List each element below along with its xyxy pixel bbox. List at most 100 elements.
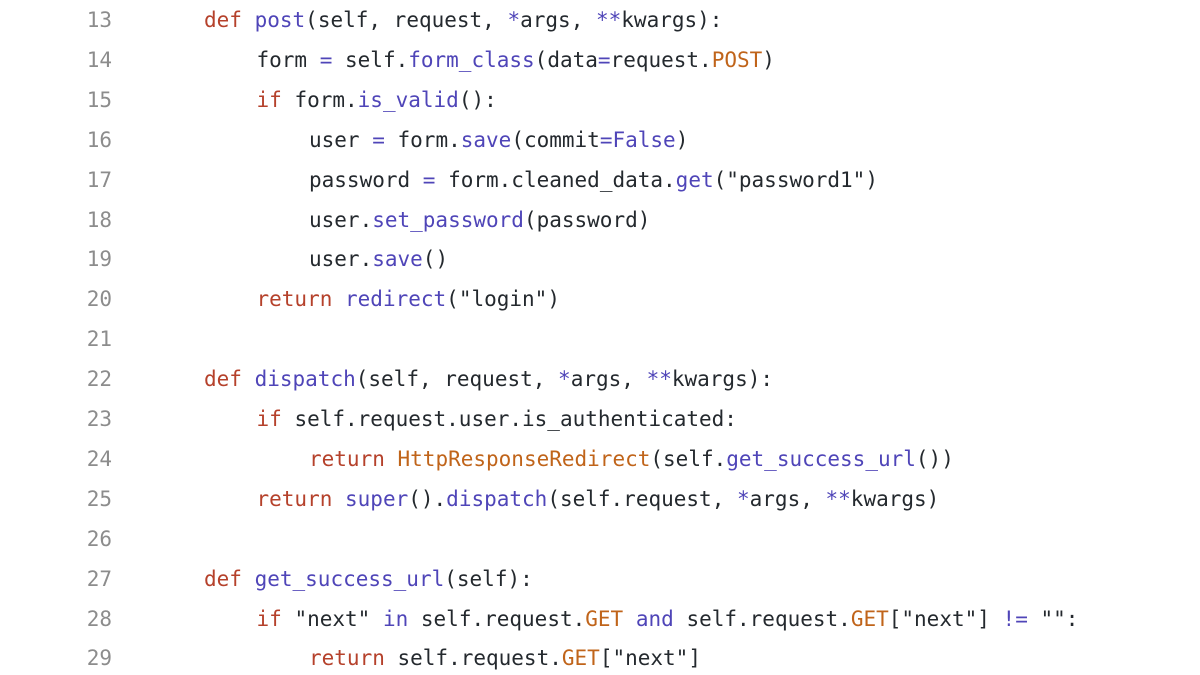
code-token: user	[309, 127, 373, 152]
code-token: GET	[561, 646, 600, 671]
code-token: get_success_url	[726, 446, 916, 471]
code-token	[332, 487, 345, 511]
code-token: ["next"]	[599, 646, 701, 671]
code-line: 27 def get_success_url(self):	[0, 559, 1200, 599]
line-code: password = form.cleaned_data.get("passwo…	[309, 160, 878, 200]
code-line: 14 form = self.form_class(data=request.PO…	[0, 40, 1200, 80]
code-line: 16 user = form.save(commit=False)	[0, 120, 1200, 160]
code-token: ()	[422, 247, 449, 272]
line-number: 24	[86, 446, 112, 471]
code-token: dispatch	[446, 486, 548, 511]
code-token: args,	[570, 367, 647, 392]
line-number: 21	[86, 327, 112, 352]
line-code: if form.is_valid():	[257, 80, 497, 120]
line-code: user = form.save(commit=False)	[309, 120, 688, 160]
line-code: if "next" in self.request.GET and self.r…	[257, 599, 1079, 639]
code-token: if	[256, 606, 282, 631]
line-number: 26	[86, 526, 112, 551]
code-token	[242, 367, 255, 391]
code-token: =	[597, 47, 611, 72]
code-token: =	[599, 127, 613, 152]
code-token: user.	[309, 207, 373, 232]
code-line: 17 password = form.cleaned_data.get("pass…	[0, 160, 1200, 200]
code-token: password	[309, 167, 423, 192]
line-code: return redirect("login")	[257, 279, 560, 319]
code-token: (self.	[650, 446, 727, 471]
code-token: is_valid	[357, 87, 459, 112]
line-number: 27	[86, 566, 112, 591]
code-token	[242, 8, 255, 32]
code-token: (self.request,	[547, 486, 737, 511]
code-token: ("login")	[446, 287, 560, 312]
code-token: ("password1")	[713, 167, 878, 192]
code-token: return	[309, 446, 385, 471]
code-token: in	[382, 606, 409, 631]
code-token: form_class	[408, 47, 535, 72]
line-number: 19	[86, 247, 112, 272]
code-token: ())	[915, 446, 954, 471]
code-token: GET	[850, 606, 889, 631]
code-token: "next"	[281, 606, 383, 631]
code-line: 20 return redirect("login")	[0, 279, 1200, 319]
code-token: def	[204, 566, 242, 591]
code-token: if	[256, 87, 282, 112]
line-code: def get_success_url(self):	[204, 559, 533, 599]
code-token: *	[558, 367, 571, 392]
code-token: *	[736, 486, 750, 511]
code-token	[332, 287, 345, 311]
code-token: "":	[1027, 606, 1079, 631]
code-token: kwargs)	[850, 486, 940, 511]
line-code: return HttpResponseRedirect(self.get_suc…	[309, 439, 954, 479]
code-token: **	[595, 8, 622, 32]
code-token: ["next"]	[888, 606, 1003, 631]
line-number: 14	[86, 47, 112, 72]
code-token: (data	[534, 47, 598, 72]
line-number: 22	[86, 367, 112, 392]
code-token: form.cleaned_data.	[435, 167, 676, 192]
code-line: 26	[0, 519, 1200, 559]
line-code: user.save()	[309, 239, 448, 279]
code-token: (self, request,	[355, 367, 559, 392]
line-number: 13	[86, 8, 112, 32]
code-token: self.	[332, 47, 409, 72]
code-token: **	[825, 486, 851, 511]
line-code: form = self.form_class(data=request.POST…	[257, 40, 775, 80]
code-line: 19 user.save()	[0, 239, 1200, 279]
code-token: =	[372, 127, 385, 152]
code-token: save	[460, 127, 512, 152]
code-token: GET	[585, 606, 624, 631]
line-code: return super().dispatch(self.request, *a…	[257, 479, 940, 519]
line-number: 17	[86, 167, 112, 192]
code-token: dispatch	[254, 367, 356, 392]
code-line: 21	[0, 319, 1200, 359]
code-token: return	[256, 486, 333, 511]
code-token: self.request.	[384, 646, 562, 671]
code-token: self.request.	[673, 606, 851, 631]
code-token: save	[372, 247, 423, 272]
code-token: (password)	[523, 207, 651, 232]
code-token: if	[256, 407, 282, 431]
code-token: )	[762, 47, 775, 72]
code-token: self.request.	[408, 606, 586, 631]
code-token: set_password	[372, 207, 524, 232]
line-number: 20	[86, 287, 112, 312]
code-token: *	[507, 8, 521, 32]
code-token: args,	[749, 486, 826, 511]
code-token: super	[345, 486, 409, 511]
code-token: and	[635, 606, 674, 631]
line-code: if self.request.user.is_authenticated:	[257, 399, 737, 439]
line-code: return self.request.GET["next"]	[309, 638, 701, 675]
code-token: =	[422, 167, 436, 192]
code-token: =	[319, 47, 333, 72]
line-number: 16	[86, 127, 112, 152]
code-token	[385, 447, 398, 471]
code-token: user.	[309, 247, 373, 272]
line-code: user.set_password(password)	[309, 200, 650, 240]
